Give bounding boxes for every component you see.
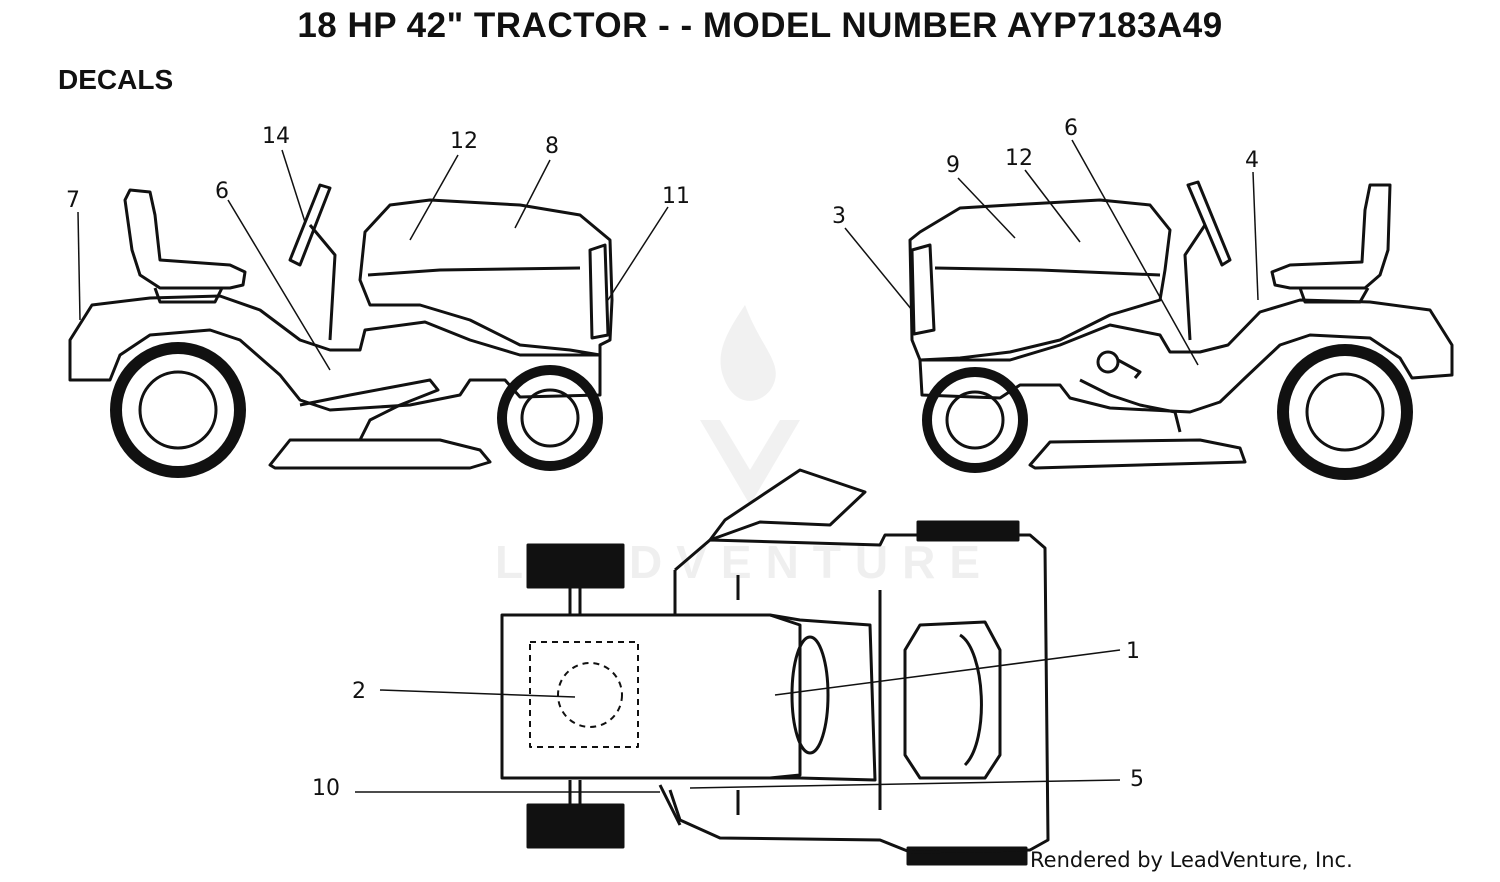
page-title: 18 HP 42" TRACTOR - - MODEL NUMBER AYP71… — [297, 6, 1223, 45]
section-heading: DECALS — [58, 64, 174, 95]
callout-top-5: 5 — [1130, 767, 1144, 792]
callouts: 14 12 8 7 6 11 6 9 12 4 3 1 2 10 5 — [66, 116, 1259, 801]
render-credit: Rendered by LeadVenture, Inc. — [1030, 848, 1353, 872]
front-tire-top — [916, 520, 1020, 542]
left-side-view — [68, 183, 614, 478]
callout-right-9: 9 — [946, 153, 960, 178]
callout-right-12: 12 — [1005, 146, 1033, 171]
callout-left-14: 14 — [262, 124, 290, 149]
top-view — [500, 468, 1050, 866]
callout-left-11: 11 — [662, 184, 690, 209]
leader-lines — [77, 139, 1259, 793]
callout-right-4: 4 — [1245, 148, 1259, 173]
callout-right-6: 6 — [1064, 116, 1078, 141]
callout-right-3: 3 — [832, 204, 846, 229]
callout-left-7: 7 — [66, 188, 80, 213]
callout-left-12: 12 — [450, 129, 478, 154]
rear-tire-top — [526, 543, 625, 589]
rear-tire-bottom — [526, 803, 625, 849]
callout-top-1: 1 — [1126, 639, 1140, 664]
callout-left-6: 6 — [215, 179, 229, 204]
callout-top-10: 10 — [312, 776, 340, 801]
callout-top-2: 2 — [352, 679, 366, 704]
right-side-view — [908, 180, 1454, 480]
callout-left-8: 8 — [545, 134, 559, 159]
